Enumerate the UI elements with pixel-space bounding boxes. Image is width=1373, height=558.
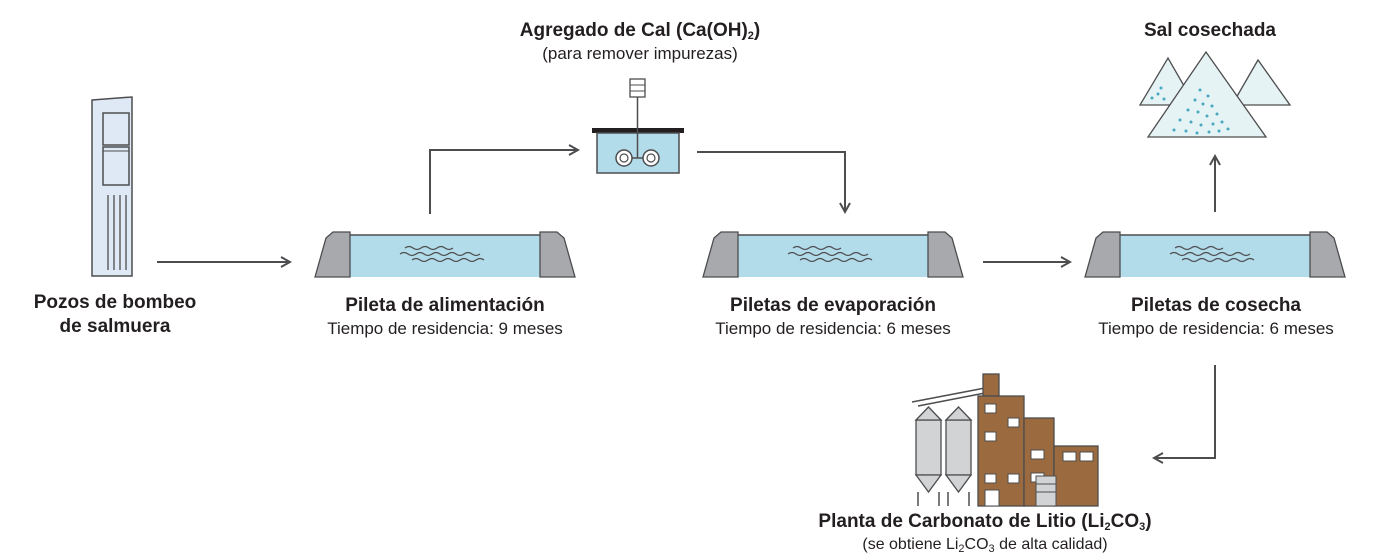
evaporation-pond-icon — [702, 231, 964, 278]
wells-label: Pozos de bombeo de salmuera — [0, 291, 230, 339]
feed-pond-title: Pileta de alimentación — [345, 295, 545, 316]
arrow-lime-to-evaporation — [697, 151, 845, 212]
harvest-pond-icon — [1084, 231, 1346, 278]
lime-tank-icon — [592, 78, 684, 174]
feed-pond-icon — [314, 231, 576, 278]
evaporation-pond-subtitle: Tiempo de residencia: 6 meses — [715, 319, 951, 338]
lithium-plant-icon — [911, 373, 1099, 507]
evaporation-pond-label: Piletas de evaporación Tiempo de residen… — [683, 294, 983, 340]
lime-title: Agregado de Cal (Ca(OH)2) — [519, 20, 761, 42]
plant-title: Planta de Carbonato de Litio (Li2CO3) — [818, 511, 1152, 533]
feed-pond-label: Pileta de alimentación Tiempo de residen… — [295, 294, 595, 340]
arrow-feed-to-lime — [429, 150, 578, 214]
salt-label: Sal cosechada — [1143, 20, 1277, 41]
harvest-pond-title: Piletas de cosecha — [1130, 295, 1302, 316]
brine-well-icon — [91, 96, 133, 277]
feed-pond-subtitle: Tiempo de residencia: 9 meses — [327, 319, 563, 338]
lime-subtitle: (para remover impurezas) — [542, 44, 738, 63]
harvest-pond-label: Piletas de cosecha Tiempo de residencia:… — [1066, 294, 1366, 340]
plant-label: Planta de Carbonato de Litio (Li2CO3) (s… — [785, 510, 1185, 556]
plant-subtitle: (se obtiene Li2CO3 de alta calidad) — [862, 536, 1108, 555]
evaporation-pond-title: Piletas de evaporación — [730, 295, 936, 316]
arrow-harvest-to-plant — [1154, 365, 1216, 458]
salt-piles-icon — [1138, 50, 1292, 138]
lime-label: Agregado de Cal (Ca(OH)2) (para remover … — [510, 19, 770, 65]
wells-label-line2: de salmuera — [59, 316, 171, 337]
harvest-pond-subtitle: Tiempo de residencia: 6 meses — [1098, 319, 1334, 338]
wells-label-line1: Pozos de bombeo — [33, 292, 197, 313]
